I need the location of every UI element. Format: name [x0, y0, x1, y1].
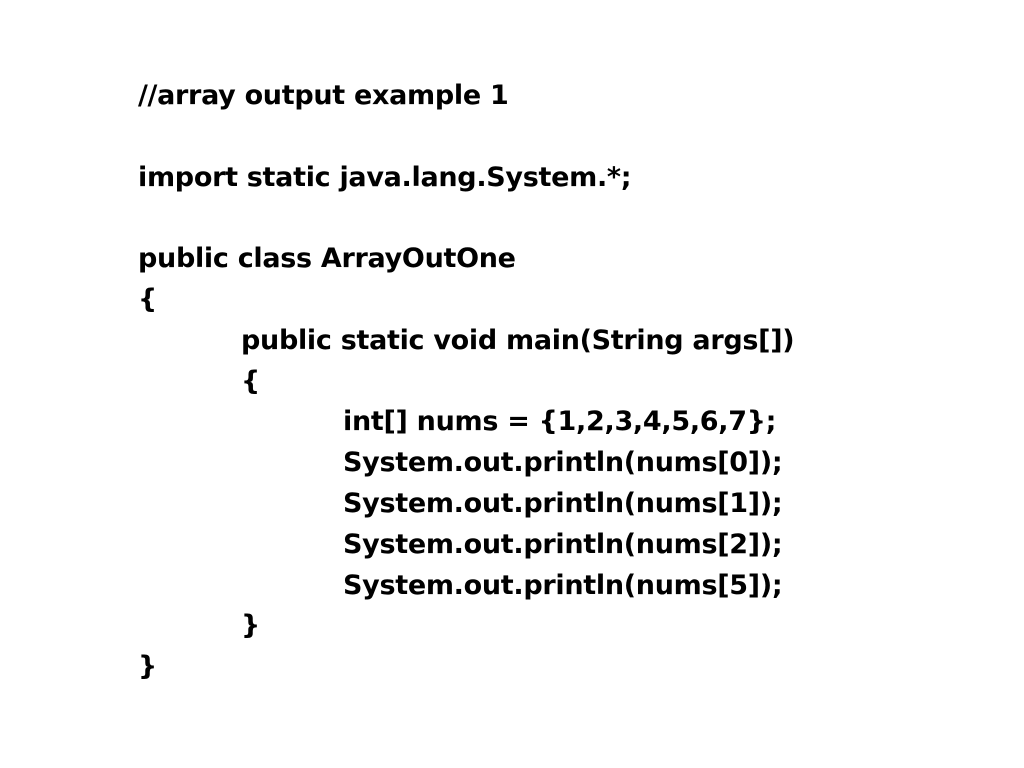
code-line-import: import static java.lang.System.*; [138, 161, 632, 193]
code-line-println: System.out.println(nums[1]); [343, 487, 783, 519]
code-line-println: System.out.println(nums[5]); [343, 569, 783, 601]
code-line-class-declaration: public class ArrayOutOne [138, 243, 516, 275]
code-line-array-declaration: int[] nums = {1,2,3,4,5,6,7}; [343, 406, 777, 438]
code-line-println: System.out.println(nums[2]); [343, 528, 783, 560]
code-line-main-signature: public static void main(String args[]) [241, 324, 795, 356]
code-line-comment: //array output example 1 [138, 80, 509, 111]
code-line-class-open-brace: { [138, 283, 157, 315]
code-line-blank [138, 117, 794, 158]
code-line-println: System.out.println(nums[0]); [343, 447, 783, 479]
code-line-main-close-brace: } [241, 610, 260, 642]
code-line-main-open-brace: { [241, 365, 260, 397]
code-line-blank [138, 198, 794, 239]
code-listing: //array output example 1 import static j… [138, 76, 795, 688]
code-line-class-close-brace: } [138, 651, 157, 683]
